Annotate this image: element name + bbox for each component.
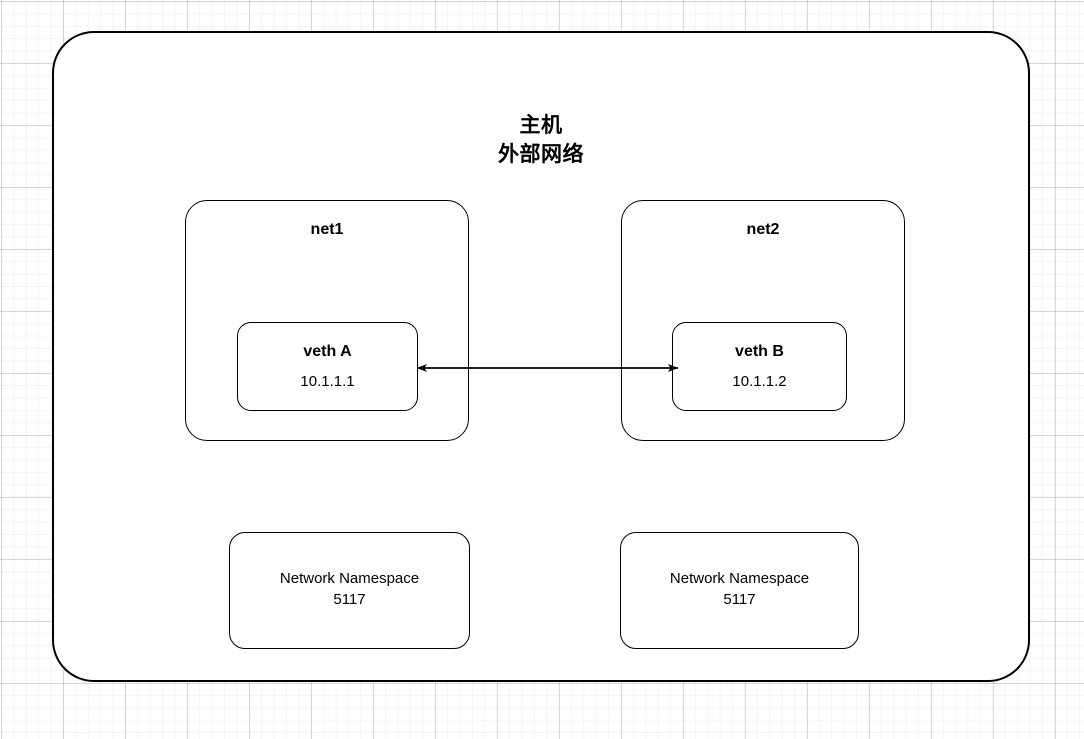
veth-a-ip: 10.1.1.1: [300, 373, 355, 390]
namespace-left-id: 5117: [333, 590, 366, 608]
namespace-box-left[interactable]: Network Namespace 5117: [229, 532, 470, 649]
host-title-line-1: 主机: [519, 114, 563, 137]
veth-box-a[interactable]: veth A 10.1.1.1: [237, 322, 418, 411]
namespace-right-id: 5117: [723, 590, 756, 608]
network-label-net2: net2: [746, 221, 780, 238]
namespace-left-title: Network Namespace: [279, 569, 420, 587]
host-title-line-2: 外部网络: [498, 143, 584, 166]
namespace-left-text: Network Namespace 5117: [280, 568, 419, 610]
veth-box-b[interactable]: veth B 10.1.1.2: [672, 322, 847, 411]
network-label-net1: net1: [310, 221, 344, 238]
namespace-box-right[interactable]: Network Namespace 5117: [620, 532, 859, 649]
namespace-right-text: Network Namespace 5117: [670, 568, 809, 610]
veth-a-name: veth A: [303, 343, 352, 360]
host-title: 主机 外部网络: [54, 111, 1028, 169]
veth-pair-link[interactable]: [405, 348, 690, 388]
veth-b-ip: 10.1.1.2: [732, 373, 787, 390]
namespace-right-title: Network Namespace: [669, 569, 810, 587]
veth-b-name: veth B: [735, 343, 784, 360]
